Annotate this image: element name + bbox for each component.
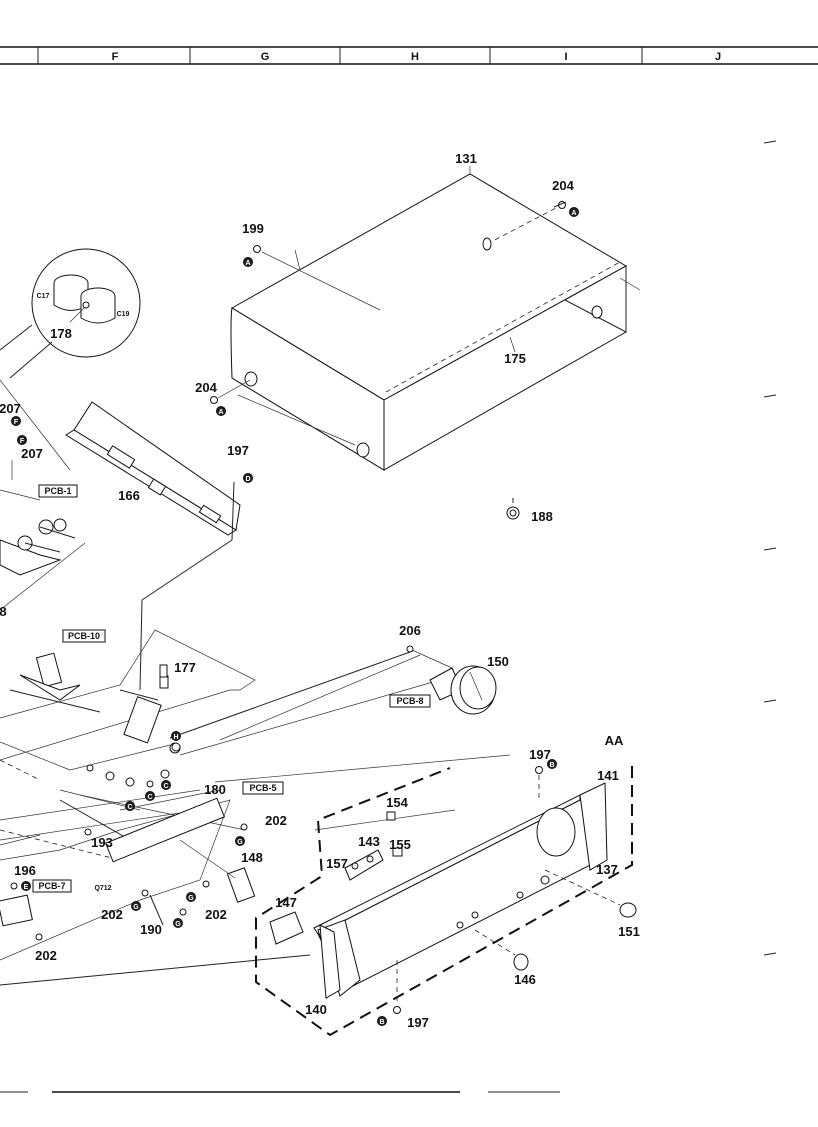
part-number: 207: [0, 401, 21, 416]
marker-f: F: [20, 438, 25, 445]
part-number: 150: [487, 654, 509, 669]
part-number: 196: [14, 863, 36, 878]
part-number: 197: [227, 443, 249, 458]
front-panel-aa: [255, 766, 637, 1037]
pcb-7-label: PCB-7: [38, 881, 65, 891]
part-number: 206: [399, 623, 421, 638]
margin-ticks: [763, 140, 777, 956]
column-label-j: J: [715, 51, 721, 63]
screw-199: [253, 245, 381, 311]
part-number: 180: [204, 782, 226, 797]
marker-f: F: [14, 419, 19, 426]
marker-b: B: [379, 1019, 384, 1026]
pcb-labels: PCB-1 PCB-10 PCB-8 PCB-5 PCB-7: [32, 484, 431, 893]
circled-markers: A A A F F D B B H C C C G G G G E: [11, 207, 579, 1026]
marker-e: E: [24, 884, 29, 891]
marker-d: D: [245, 476, 250, 483]
column-label-g: G: [261, 51, 270, 63]
part-number: 202: [101, 907, 123, 922]
part-numbers: 131 204 199 175 204 178 C17 C19 207 207 …: [0, 151, 640, 1030]
pcb-8-label: PCB-8: [396, 696, 423, 706]
volume-knob-150: [406, 645, 497, 715]
marker-g: G: [133, 904, 139, 911]
marker-c: C: [147, 794, 152, 801]
chassis-panel: [0, 481, 411, 986]
part-number: Q712: [94, 885, 111, 892]
part-number: 157: [326, 856, 348, 871]
top-cover: [230, 166, 641, 471]
marker-g: G: [175, 921, 181, 928]
column-label-i: I: [564, 51, 567, 63]
part-number: 177: [174, 660, 196, 675]
part-number: AA: [605, 733, 624, 748]
screw-204-top: [482, 201, 567, 251]
guide-line: [237, 394, 356, 446]
column-label-h: H: [411, 51, 419, 63]
column-label-f: F: [112, 51, 119, 63]
part-number: 204: [195, 380, 217, 395]
part-number: 202: [205, 907, 227, 922]
part-number: 141: [597, 768, 619, 783]
part-number: 207: [21, 446, 43, 461]
part-number: 190: [140, 922, 162, 937]
left-assembly: [0, 379, 86, 611]
marker-a: A: [245, 260, 250, 267]
part-number: 148: [241, 850, 263, 865]
part-number: 137: [596, 862, 618, 877]
part-number: 131: [455, 151, 477, 166]
part-number: 151: [618, 924, 640, 939]
part-number: 197: [407, 1015, 429, 1030]
part-number: 154: [386, 795, 408, 810]
pcb-10-label: PCB-10: [68, 631, 100, 641]
clip-188: [506, 498, 520, 520]
small-screws: [0, 664, 248, 941]
marker-c: C: [163, 783, 168, 790]
part-number: C17: [37, 293, 50, 300]
capacitor-detail-circle: [0, 248, 141, 379]
marker-c: C: [127, 804, 132, 811]
part-number: 146: [514, 972, 536, 987]
marker-a: A: [218, 409, 223, 416]
part-number: 199: [242, 221, 264, 236]
part-number: 147: [275, 895, 297, 910]
part-number: 178: [50, 326, 72, 341]
part-number: 204: [552, 178, 574, 193]
part-number: 8: [0, 604, 7, 619]
part-number: 188: [531, 509, 553, 524]
part-number: 143: [358, 834, 380, 849]
switch-148: [179, 839, 256, 903]
column-header: F G H I J: [0, 46, 818, 65]
bracket-166: [65, 401, 241, 536]
part-number: 202: [35, 948, 57, 963]
part-number: 140: [305, 1002, 327, 1017]
pcb-5-label: PCB-5: [249, 783, 276, 793]
part-number: 155: [389, 837, 411, 852]
part-number: 202: [265, 813, 287, 828]
part-number: 166: [118, 488, 140, 503]
marker-a: A: [571, 210, 576, 217]
marker-g: G: [237, 839, 243, 846]
part-number: 193: [91, 835, 113, 850]
marker-b: B: [549, 762, 554, 769]
marker-g: G: [188, 895, 194, 902]
part-number: 175: [504, 351, 526, 366]
screw-204-side: [210, 379, 251, 404]
marker-h: H: [173, 734, 178, 741]
part-number: 197: [529, 747, 551, 762]
pcb-1-label: PCB-1: [44, 486, 71, 496]
part-number: C19: [117, 311, 130, 318]
